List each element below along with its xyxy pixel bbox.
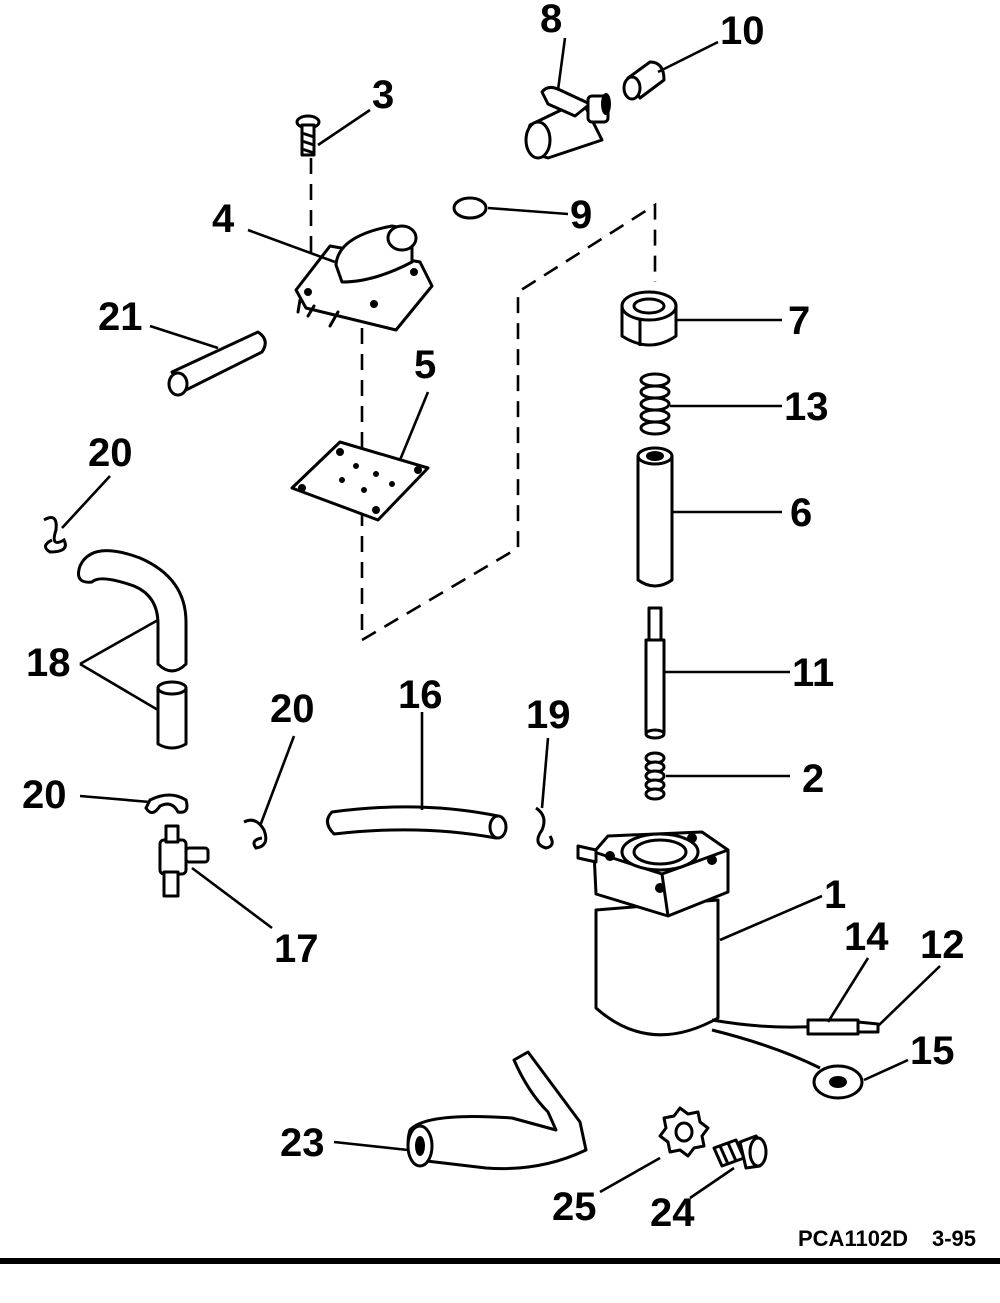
callout-21: 21 [98, 295, 143, 339]
part-15-ring-terminal [812, 1064, 864, 1100]
part-13-spring [639, 372, 671, 436]
leader-lines [61, 37, 941, 1200]
part-18-hoses [77, 549, 188, 750]
callout-3: 3 [372, 73, 394, 117]
callout-17: 17 [274, 927, 319, 971]
callout-25: 25 [552, 1185, 597, 1229]
callout-12: 12 [920, 923, 965, 967]
figure-code: PCA1102D [798, 1226, 908, 1251]
part-20-clip-a [43, 516, 67, 554]
part-11-rod [644, 606, 666, 740]
callout-18: 18 [26, 641, 71, 685]
callout-8: 8 [540, 0, 562, 41]
callout-24: 24 [650, 1191, 695, 1235]
part-24-bolt [712, 1134, 768, 1170]
figure-date: 3-95 [932, 1226, 976, 1251]
part-1-pump-body [576, 830, 821, 1070]
callout-20-mid: 20 [270, 687, 315, 731]
part-9-o-ring [452, 196, 488, 220]
callout-11: 11 [792, 651, 834, 695]
part-2-spring [644, 751, 666, 801]
part-21-tube [167, 330, 267, 397]
callout-20-top: 20 [88, 431, 133, 475]
callout-13: 13 [784, 385, 829, 429]
callout-10: 10 [720, 9, 765, 53]
callout-5: 5 [414, 343, 436, 387]
part-6-cylinder [636, 446, 674, 588]
callout-4: 4 [212, 197, 235, 241]
callout-19: 19 [526, 693, 571, 737]
part-14-connector [806, 1018, 880, 1036]
callout-16: 16 [398, 673, 443, 717]
callout-14: 14 [844, 915, 889, 959]
footer-rule [0, 1258, 1000, 1264]
part-20-clip-c [243, 818, 268, 850]
callout-7: 7 [788, 299, 810, 343]
part-25-star-washer [658, 1106, 710, 1158]
part-20-clip-b [144, 793, 189, 814]
assembly-guide-lines [309, 158, 657, 643]
callout-20-left: 20 [22, 773, 67, 817]
part-16-hose [326, 805, 508, 840]
callout-23: 23 [280, 1121, 325, 1165]
part-3-screw [295, 114, 321, 157]
part-19-clip [535, 806, 554, 850]
part-8-fitting [524, 85, 611, 160]
callout-15: 15 [910, 1029, 955, 1073]
callout-9: 9 [570, 193, 592, 237]
callout-1: 1 [824, 873, 846, 917]
callout-2: 2 [802, 757, 824, 801]
part-7-collar [620, 290, 678, 347]
part-10-sleeve [622, 60, 666, 101]
part-17-tee-fitting [158, 824, 210, 898]
part-23-strap [406, 1050, 588, 1171]
part-4-cover [294, 224, 434, 332]
callout-6: 6 [790, 491, 812, 535]
part-5-gasket [290, 440, 430, 522]
callout-labels: 3 8 10 4 9 21 7 5 13 20 6 18 16 11 20 19… [22, 0, 965, 1235]
